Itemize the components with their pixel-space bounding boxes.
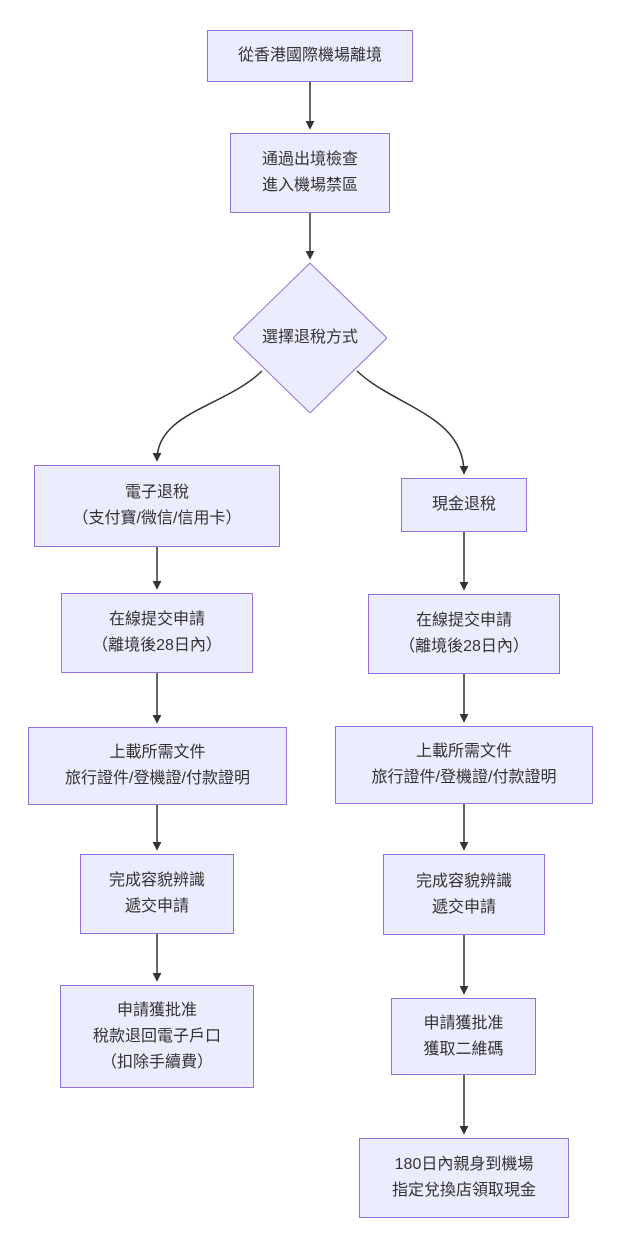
node-label: 在線提交申請 <box>108 611 205 628</box>
node-e-upload-docs: 上載所需文件 旅行證件/登機證/付款證明 <box>28 727 287 805</box>
node-label: 稅款退回電子戶口 <box>92 1027 221 1045</box>
node-label: 申請獲批准 <box>116 1001 197 1019</box>
node-label: 獲取二維碼 <box>423 1040 504 1058</box>
node-cash-face-recognition: 完成容貌辨識 遞交申請 <box>383 854 545 935</box>
node-label: 電子退稅 <box>124 484 189 501</box>
node-label: 上載所需文件 <box>415 743 512 760</box>
node-e-online-submit: 在線提交申請 （離境後28日內） <box>61 593 253 673</box>
node-cash-collect: 180日內親身到機場 指定兌換店領取現金 <box>359 1138 569 1218</box>
edge-choose-cash-refund <box>356 370 469 475</box>
node-cash-upload-docs: 上載所需文件 旅行證件/登機證/付款證明 <box>335 726 593 804</box>
node-label: 申請獲批准 <box>423 1014 504 1032</box>
node-label: 進入機場禁區 <box>261 177 358 194</box>
node-e-refund: 電子退稅 （支付寶/微信/信用卡） <box>34 465 280 547</box>
node-label: 指定兌換店領取現金 <box>391 1182 536 1199</box>
node-label: 旅行證件/登機證/付款證明 <box>371 769 557 786</box>
node-label: 在線提交申請 <box>415 612 512 629</box>
node-e-approved: 申請獲批准 稅款退回電子戶口 （扣除手續費） <box>60 985 254 1088</box>
node-label: 遞交申請 <box>431 898 496 916</box>
node-label: 從香港國際機場離境 <box>237 47 382 64</box>
node-cash-online-submit: 在線提交申請 （離境後28日內） <box>368 594 560 674</box>
node-immigration-check: 通過出境檢查 進入機場禁區 <box>230 133 390 213</box>
node-cash-approved-qr: 申請獲批准 獲取二維碼 <box>391 998 536 1075</box>
node-label: 旅行證件/登機證/付款證明 <box>65 770 250 787</box>
node-label: 遞交申請 <box>124 898 189 915</box>
node-label: 現金退稅 <box>431 496 496 513</box>
node-e-face-recognition: 完成容貌辨識 遞交申請 <box>80 854 234 934</box>
node-depart-airport: 從香港國際機場離境 <box>207 30 413 82</box>
node-label: 選擇退稅方式 <box>261 329 358 346</box>
diamond-shape <box>233 263 387 413</box>
node-label: 完成容貌辨識 <box>415 872 512 890</box>
edge-choose-e-refund <box>152 370 263 462</box>
node-label: （離境後28日內） <box>92 637 222 654</box>
node-label: 180日內親身到機場 <box>394 1156 534 1173</box>
node-label: 上載所需文件 <box>109 744 206 761</box>
decision-refund-method: 選擇退稅方式 <box>233 263 387 413</box>
node-label: 完成容貌辨識 <box>108 872 205 889</box>
node-label: （扣除手續費） <box>100 1053 213 1071</box>
node-cash-refund: 現金退稅 <box>401 478 527 532</box>
node-label: （支付寶/微信/信用卡） <box>72 510 242 527</box>
node-label: 通過出境檢查 <box>261 151 358 168</box>
node-label: （離境後28日內） <box>399 638 529 655</box>
